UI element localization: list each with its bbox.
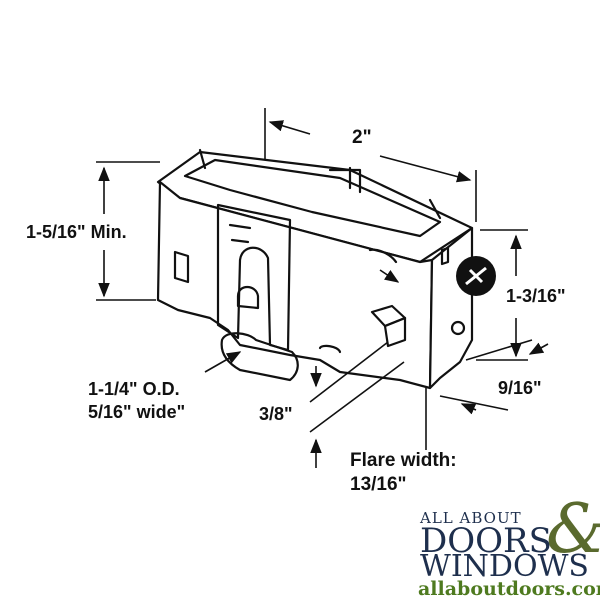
housing-outline: [156, 148, 474, 390]
depth-dimension-label: 9/16": [498, 378, 542, 398]
height-min-dimension-label: 1-5/16" Min.: [26, 222, 127, 242]
flare-width-value: 13/16": [350, 474, 407, 495]
width-dimension-label: 2": [352, 127, 372, 148]
logo-line-windows: WINDOWS: [420, 549, 589, 584]
logo-line-doors: DOORS: [420, 521, 552, 561]
wheel-offset-label: 3/8": [259, 404, 293, 424]
height-right-dimension-label: 1-3/16": [506, 286, 566, 306]
logo-url: allaboutdoors.com: [418, 578, 600, 600]
wheel-od-label: 1-1/4" O.D.: [88, 379, 180, 399]
wheel-width-label: 5/16" wide": [88, 402, 186, 422]
logo-ampersand: &: [546, 496, 600, 564]
flare-width-label: Flare width:: [350, 450, 457, 471]
dimension-lines: [96, 108, 549, 468]
screw-icon: [456, 256, 496, 296]
logo-line-all-about: ALL ABOUT: [420, 509, 522, 527]
